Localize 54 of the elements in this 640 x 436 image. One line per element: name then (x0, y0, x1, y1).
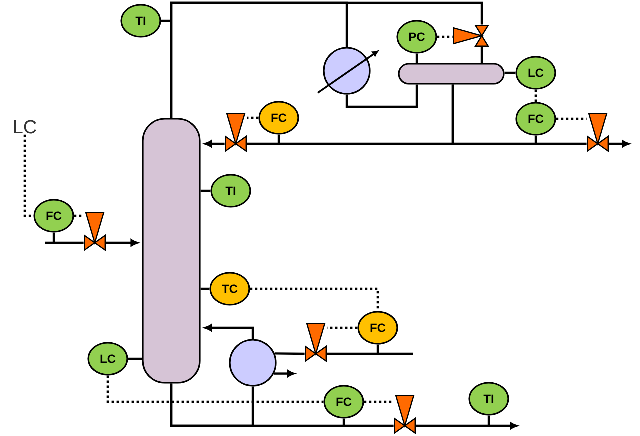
pipe-line (376, 344, 380, 354)
pipe-line (488, 416, 490, 426)
pipe-line (128, 358, 142, 360)
signal-line (364, 400, 394, 404)
pipe-line (161, 20, 172, 22)
tag-label: LC (14, 120, 36, 134)
pipe-line (534, 136, 538, 144)
pipe-line (200, 288, 210, 290)
heat-exchanger (318, 47, 378, 95)
instrument-bubble: FC (34, 199, 74, 233)
instrument-bubble: FC (358, 311, 398, 345)
control-valve (587, 113, 609, 153)
pipe-line (416, 54, 418, 64)
heat-exchanger (229, 339, 277, 387)
pipe-line (504, 72, 516, 74)
signal-line (556, 118, 587, 120)
instrument-bubble: TI (210, 174, 252, 208)
pipe-line (278, 134, 280, 144)
control-valve (305, 323, 327, 363)
signal-line (250, 288, 380, 312)
pipe-line (480, 47, 484, 64)
flow-arrow (416, 422, 518, 430)
flow-arrow (204, 324, 254, 340)
instrument-bubble: FC (258, 101, 300, 135)
control-valve (394, 394, 416, 435)
signal-line (327, 326, 358, 330)
flow-arrow (274, 370, 295, 378)
drum-vessel (398, 63, 505, 85)
signal-line (106, 376, 324, 404)
instrument-bubble: FC (516, 102, 556, 136)
flow-arrow (204, 140, 225, 148)
signal-line (247, 116, 259, 120)
instrument-bubble: FC (324, 385, 364, 419)
control-valve (225, 113, 247, 153)
control-valve (453, 25, 490, 47)
signal-line (74, 214, 84, 218)
flow-arrow (609, 140, 630, 148)
signal-line (534, 90, 538, 102)
instrument-bubble: PC (396, 20, 438, 54)
instrument-bubble: TC (210, 272, 250, 306)
instrument-bubble: TI (468, 382, 510, 416)
signal-line (24, 134, 34, 218)
instrument-bubble: TI (120, 4, 162, 38)
pipe-line (342, 418, 346, 426)
pipe-line (52, 232, 56, 243)
pipe-line (346, 84, 418, 108)
instrument-bubble: LC (516, 56, 556, 90)
pipe-line (170, 2, 484, 118)
flow-arrow (106, 239, 138, 247)
instrument-bubble: LC (88, 342, 128, 376)
column-vessel (142, 118, 201, 384)
control-valve (84, 212, 106, 252)
pipe-line (200, 190, 211, 192)
signal-line (437, 36, 453, 38)
